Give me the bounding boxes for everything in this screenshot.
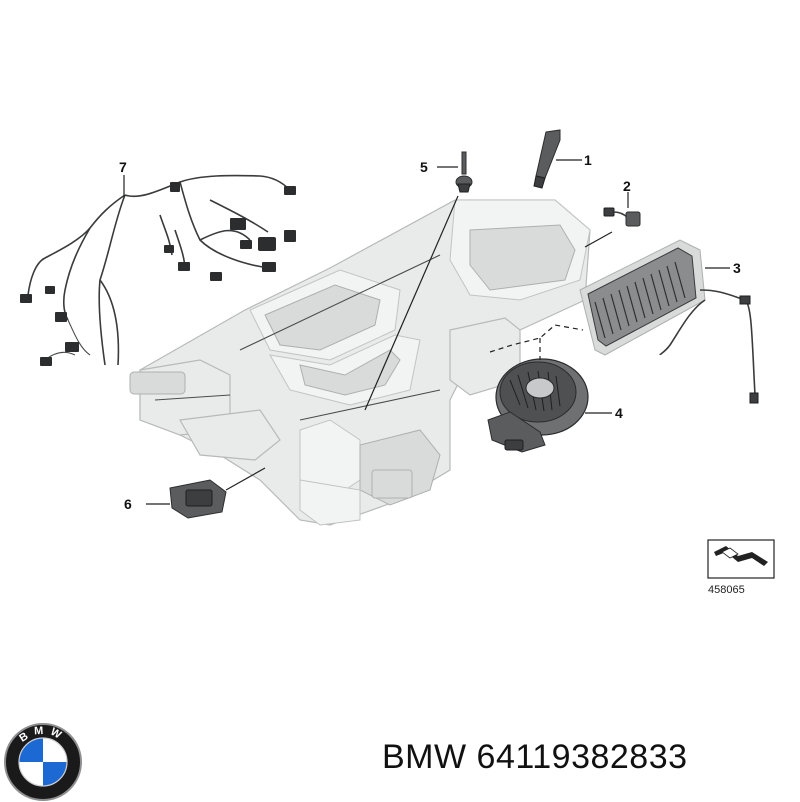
callout-5: 5	[420, 159, 428, 175]
catalog-reference: 458065	[707, 539, 775, 596]
callout-3: 3	[733, 260, 741, 276]
part-5-sensor: 5	[364, 151, 473, 411]
bmw-roundel-icon: BMW	[4, 723, 82, 801]
callout-2: 2	[623, 178, 631, 194]
callout-4: 4	[615, 405, 623, 421]
catalog-number: 458065	[708, 584, 745, 596]
dashed-leader	[489, 324, 584, 353]
hvac-housing	[129, 199, 591, 526]
callout-6: 6	[124, 496, 132, 512]
callout-1: 1	[584, 152, 592, 168]
part-2-sensor: 2	[584, 178, 641, 248]
part-7-wiring-harness: 7	[20, 159, 296, 366]
part-6-actuator: 6	[124, 467, 266, 519]
part-caption: BMW 64119382833	[382, 738, 688, 777]
part-4-blower-motor: 4	[487, 358, 623, 453]
caption-part-number: 64119382833	[476, 738, 688, 776]
part-3-filter: 3	[579, 239, 759, 404]
part-1-sensor: 1	[533, 129, 592, 189]
caption-brand: BMW	[382, 738, 467, 776]
callout-7: 7	[119, 159, 127, 175]
